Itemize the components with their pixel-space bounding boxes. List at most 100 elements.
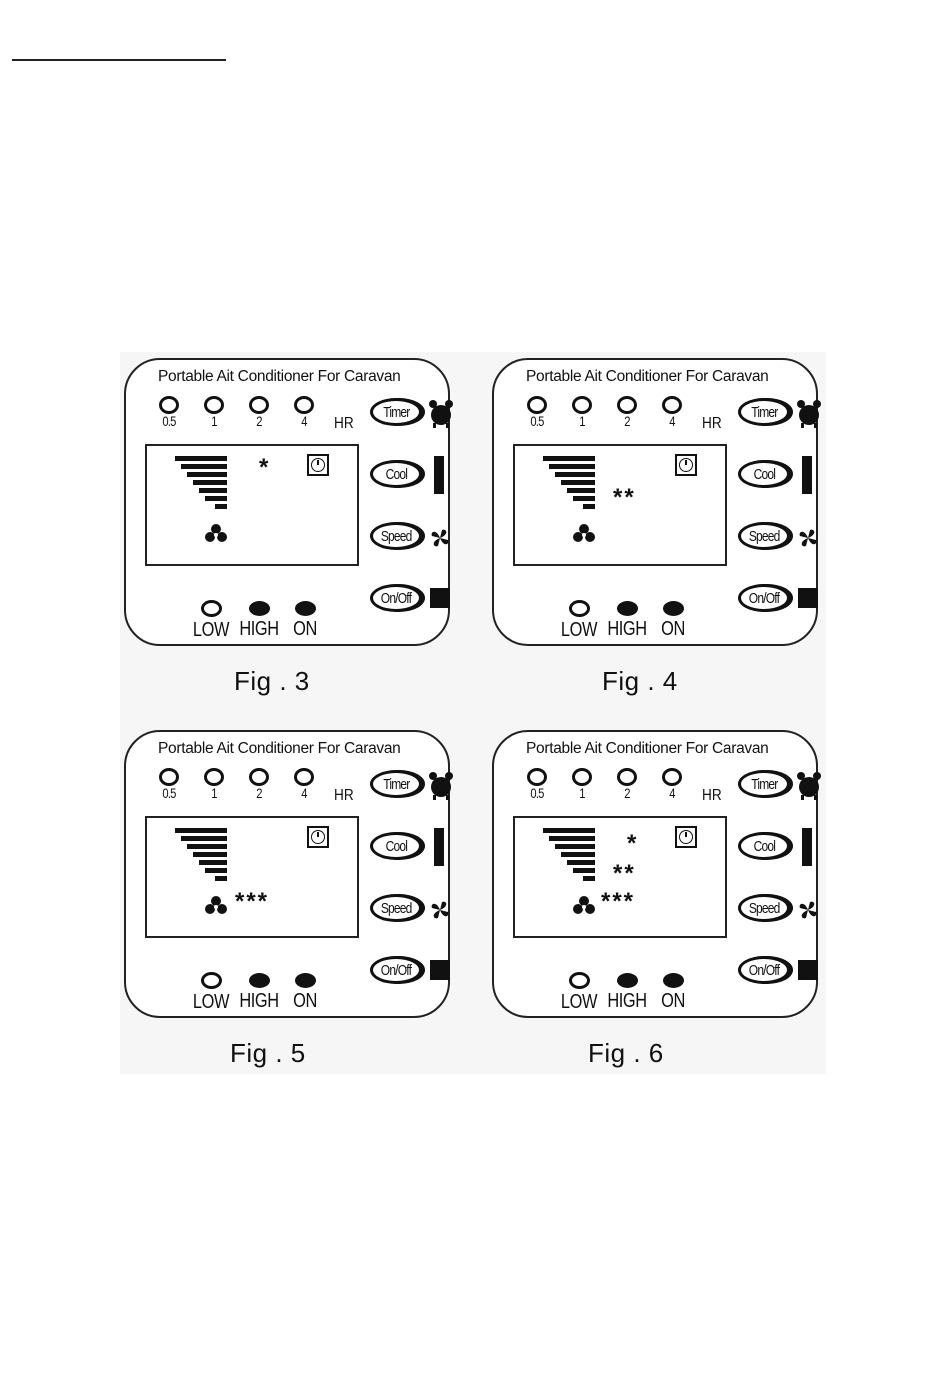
fan-speed-led: LOW xyxy=(186,972,236,1013)
speed-button[interactable]: Speed xyxy=(370,522,422,550)
led-off-icon xyxy=(249,768,269,786)
lcd-display: ****** xyxy=(513,816,727,938)
fan-speed-led: HIGH xyxy=(234,972,284,1012)
timer-led: 0.5 xyxy=(154,768,184,801)
fan-speed-label: ON xyxy=(293,618,317,640)
clock-icon xyxy=(675,454,697,476)
timer-button[interactable]: Timer xyxy=(370,770,422,798)
led-off-icon xyxy=(617,396,637,414)
led-on-icon xyxy=(294,601,316,616)
timer-led-label: 2 xyxy=(256,413,262,429)
onoff-button[interactable]: On/Off xyxy=(738,584,790,612)
timer-led: 4 xyxy=(289,396,319,429)
fan-speed-label: LOW xyxy=(192,619,230,641)
led-on-icon xyxy=(662,601,684,616)
fan-speed-led: LOW xyxy=(554,600,604,641)
cool-button[interactable]: Cool xyxy=(370,832,422,860)
speed-button[interactable]: Speed xyxy=(370,894,422,922)
timer-led-label: 0.5 xyxy=(530,785,544,801)
timer-led: 1 xyxy=(567,768,597,801)
led-off-icon xyxy=(662,396,682,414)
timer-led-label: 2 xyxy=(624,785,630,801)
timer-led: 0.5 xyxy=(522,768,552,801)
cool-bar-icon xyxy=(802,456,812,494)
snowflake-icon: ** xyxy=(613,484,636,511)
clock-icon xyxy=(307,454,329,476)
onoff-button[interactable]: On/Off xyxy=(370,956,422,984)
fan-icon xyxy=(799,901,817,919)
led-on-icon xyxy=(616,973,638,988)
fan-speed-led: ON xyxy=(648,972,698,1012)
led-off-icon xyxy=(294,768,314,786)
alarm-clock-icon xyxy=(429,772,453,800)
hr-label: HR xyxy=(702,415,722,432)
fan-speed-label: LOW xyxy=(560,619,598,641)
clock-icon xyxy=(675,826,697,848)
top-rule xyxy=(12,59,226,61)
timer-led: 4 xyxy=(657,396,687,429)
timer-led-label: 2 xyxy=(256,785,262,801)
cool-bar-icon xyxy=(434,456,444,494)
cool-button[interactable]: Cool xyxy=(738,460,790,488)
signal-bars-icon xyxy=(535,456,595,512)
led-off-icon xyxy=(294,396,314,414)
alarm-clock-icon xyxy=(429,400,453,428)
timer-led-label: 1 xyxy=(579,785,585,801)
speed-button[interactable]: Speed xyxy=(738,894,790,922)
led-on-icon xyxy=(294,973,316,988)
speed-button[interactable]: Speed xyxy=(738,522,790,550)
onoff-button[interactable]: On/Off xyxy=(370,584,422,612)
fan-speed-label: ON xyxy=(293,990,317,1012)
led-off-icon xyxy=(159,396,179,414)
fan-speed-led: HIGH xyxy=(234,600,284,640)
timer-led-label: 1 xyxy=(579,413,585,429)
fan-speed-label: HIGH xyxy=(239,618,279,640)
led-off-icon xyxy=(662,768,682,786)
led-off-icon xyxy=(527,396,547,414)
signal-bars-icon xyxy=(167,828,227,884)
led-off-icon xyxy=(159,768,179,786)
led-off-icon xyxy=(568,972,590,989)
timer-led: 2 xyxy=(244,396,274,429)
led-off-icon xyxy=(200,972,222,989)
led-off-icon xyxy=(572,768,592,786)
figure-caption: Fig . 5 xyxy=(230,1038,306,1068)
timer-button[interactable]: Timer xyxy=(370,398,422,426)
timer-led: 4 xyxy=(289,768,319,801)
cool-button[interactable]: Cool xyxy=(370,460,422,488)
fan-speed-led: HIGH xyxy=(602,972,652,1012)
fan-speed-label: LOW xyxy=(192,991,230,1013)
led-off-icon xyxy=(527,768,547,786)
onoff-button[interactable]: On/Off xyxy=(738,956,790,984)
fan-speed-label: LOW xyxy=(560,991,598,1013)
fan-speed-label: HIGH xyxy=(607,618,647,640)
led-off-icon xyxy=(568,600,590,617)
fan-icon xyxy=(431,529,449,547)
snowflake-icon: ** xyxy=(613,860,636,887)
fan-speed-led: ON xyxy=(648,600,698,640)
timer-button[interactable]: Timer xyxy=(738,398,790,426)
timer-button[interactable]: Timer xyxy=(738,770,790,798)
timer-led-label: 1 xyxy=(211,413,217,429)
timer-led: 1 xyxy=(567,396,597,429)
lcd-display: *** xyxy=(145,816,359,938)
panel-title: Portable Ait Conditioner For Caravan xyxy=(526,368,769,385)
timer-led: 2 xyxy=(244,768,274,801)
signal-bars-icon xyxy=(535,828,595,884)
led-on-icon xyxy=(248,973,270,988)
cool-button[interactable]: Cool xyxy=(738,832,790,860)
led-off-icon xyxy=(572,396,592,414)
stop-square-icon xyxy=(430,960,450,980)
timer-led: 1 xyxy=(199,768,229,801)
lcd-display: * xyxy=(145,444,359,566)
fan-icon xyxy=(573,524,595,542)
timer-led-label: 0.5 xyxy=(162,785,176,801)
led-on-icon xyxy=(616,601,638,616)
fan-icon xyxy=(205,524,227,542)
fan-speed-label: ON xyxy=(661,618,685,640)
fan-speed-led: ON xyxy=(280,972,330,1012)
